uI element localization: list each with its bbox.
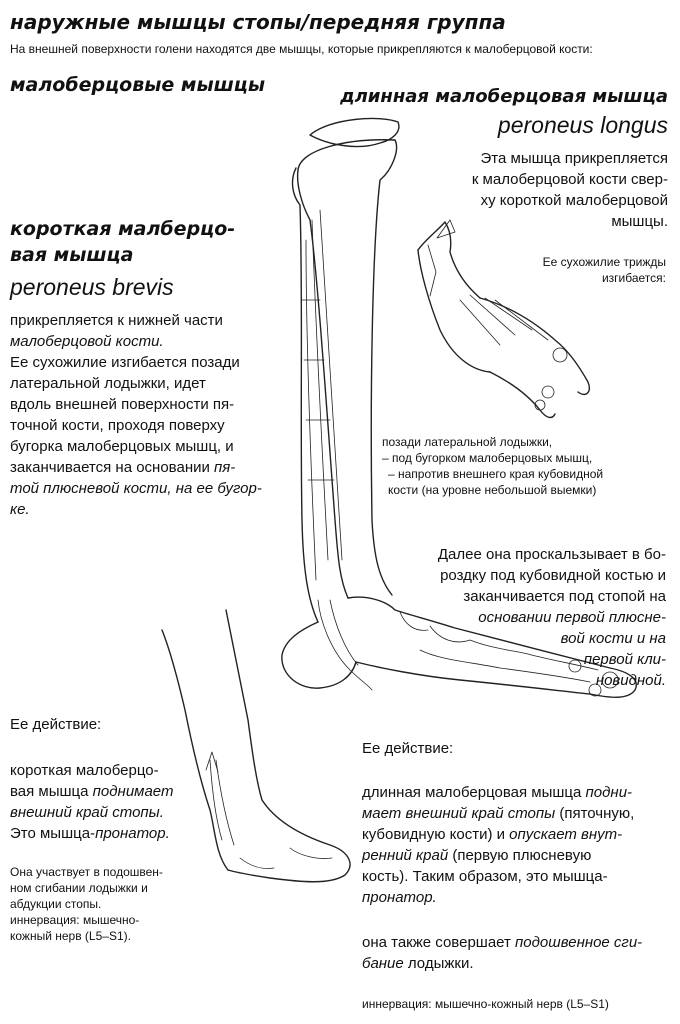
longus-extra-text: она также совершает подошвенное сги- бан… (362, 932, 672, 974)
foot-skeleton-illustration (417, 219, 590, 419)
text-line: кожный нерв (L5–S1). (10, 929, 131, 943)
text-line: ке. (10, 501, 30, 518)
text-line: бугорка малоберцовых мышц, и (10, 438, 234, 455)
text-line: малоберцовой кости. (10, 333, 164, 350)
text-line: точной кости, проходя поверху (10, 417, 225, 434)
text-line: бание лодыжки. (362, 955, 474, 972)
text-line: ном сгибании лодыжки и (10, 881, 148, 895)
text-line: Это мышца-пронатор. (10, 825, 170, 842)
text-line: мышцы. (611, 213, 668, 230)
text-line: изгибается: (601, 271, 666, 285)
text-line: Эта мышца прикрепляется (480, 150, 668, 167)
longus-description: Эта мышца прикрепляется к малоберцовой к… (418, 148, 668, 232)
brevis-action-text: короткая малоберцо- вая мышца поднимает … (10, 760, 210, 844)
text-line: короткая малберцо- (10, 218, 236, 240)
longus-tendon-intro: Ее сухожилие трижды изгибается: (466, 254, 666, 286)
text-line: новидной. (595, 672, 666, 689)
page-title: наружные мышцы стопы/передняя группа (10, 10, 506, 34)
text-line: вая мышца (10, 244, 134, 266)
longus-action-label: Ее действие: (362, 740, 454, 757)
text-line: короткая малоберцо- (10, 762, 159, 779)
longus-title-ru: длинная малоберцовая мышца (340, 86, 668, 107)
text-line: кость). Таким образом, это мышца- (362, 868, 608, 885)
text-line: Далее она проскальзывает в бо- (437, 546, 666, 563)
longus-further-text: Далее она проскальзывает в бо- роздку по… (366, 544, 666, 691)
longus-innervation: иннервация: мышечно-кожный нерв (L5–S1) (362, 997, 609, 1011)
text-line: Она участвует в подошвен- (10, 865, 163, 879)
text-line: заканчивается на основании пя- (10, 459, 236, 476)
text-line: Ее сухожилие трижды (542, 255, 666, 269)
brevis-description: прикрепляется к нижней части малоберцово… (10, 310, 280, 520)
group-title: малоберцовые мышцы (10, 74, 266, 96)
longus-bends-list: позади латеральной лодыжки, – под бугорк… (382, 434, 672, 498)
text-line: внешний край стопы. (10, 804, 164, 821)
text-line: – под бугорком малоберцовых мышц, (382, 451, 593, 465)
text-line: латеральной лодыжки, идет (10, 375, 206, 392)
text-line: пронатор. (362, 889, 437, 906)
text-line: мает внешний край стопы (пяточную, (362, 805, 635, 822)
text-line: кубовидную кости) и опускает внут- (362, 826, 623, 843)
text-line: прикрепляется к нижней части (10, 312, 223, 329)
longus-title-lat: peroneus longus (497, 112, 668, 138)
text-line: к малоберцовой кости свер- (471, 171, 668, 188)
brevis-title-ru: короткая малберцо- вая мышца (10, 216, 235, 268)
leg-skeleton-illustration (281, 117, 637, 698)
text-line: вая мышца поднимает (10, 783, 174, 800)
longus-action-text: длинная малоберцовая мышца подни- мает в… (362, 782, 672, 908)
text-line: иннервация: мышечно- (10, 913, 140, 927)
text-line: абдукции стопы. (10, 897, 102, 911)
intro-text: На внешней поверхности голени находятся … (10, 42, 593, 56)
text-line: вдоль внешней поверхности пя- (10, 396, 235, 413)
brevis-notes: Она участвует в подошвен- ном сгибании л… (10, 864, 210, 944)
text-line: роздку под кубовидной костью и (440, 567, 666, 584)
text-line: длинная малоберцовая мышца подни- (362, 784, 633, 801)
text-line: Ее сухожилие изгибается позади (10, 354, 240, 371)
leg-outline-illustration (161, 609, 351, 883)
text-line: заканчивается под стопой на (463, 588, 666, 605)
text-line: – напротив внешнего края кубовидной (388, 467, 604, 481)
brevis-title-lat: peroneus brevis (10, 274, 174, 300)
text-line: ренний край (первую плюсневую (362, 847, 592, 864)
text-line: она также совершает подошвенное сги- (362, 934, 643, 951)
text-line: вой кости и на (560, 630, 666, 647)
text-line: ху короткой малоберцовой (480, 192, 668, 209)
brevis-action-label: Ее действие: (10, 716, 102, 733)
text-line: кости (на уровне небольшой выемки) (388, 483, 597, 497)
text-line: позади латеральной лодыжки, (382, 435, 553, 449)
text-line: первой кли- (583, 651, 666, 668)
text-line: основании первой плюсне- (478, 609, 666, 626)
text-line: той плюсневой кости, на ее бугор- (10, 480, 262, 497)
